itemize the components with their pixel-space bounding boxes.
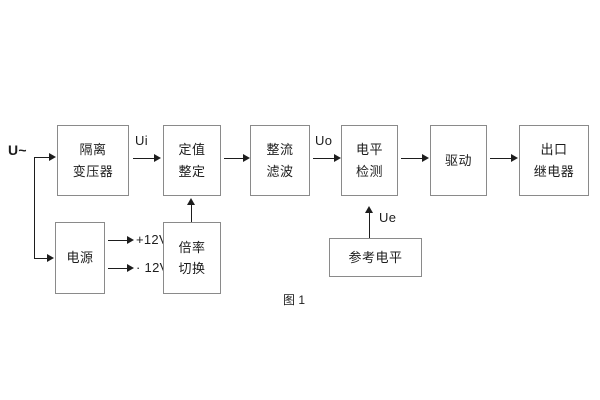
block-isolation-transformer[interactable]: 隔离 变压器: [57, 125, 129, 196]
rail-negative-line: [108, 268, 128, 269]
block-isolation-transformer-line-1: 隔离: [79, 142, 107, 158]
block-multiplier-switch-line-2: 切换: [178, 261, 206, 276]
branch-to-transformer-arrow-icon: [49, 153, 56, 161]
block-multiplier-switch[interactable]: 倍率 切换: [163, 222, 221, 294]
block-output-relay-line-1: 出口: [540, 142, 568, 158]
level-to-drive-line: [401, 158, 423, 159]
block-level-detection-line-1: 电平: [355, 142, 383, 158]
signal-ue-label: Ue: [379, 210, 397, 225]
block-reference-level-line-1: 参考电平: [348, 249, 403, 265]
branch-to-power-arrow-icon: [47, 254, 54, 262]
rail-positive-line: [108, 240, 128, 241]
rail-negative-label: · 12V: [136, 260, 169, 275]
block-power-supply[interactable]: 电源: [55, 222, 105, 294]
block-reference-level[interactable]: 参考电平: [329, 238, 422, 277]
block-drive[interactable]: 驱动: [430, 125, 487, 196]
rail-positive-label: +12V: [136, 232, 168, 247]
multiplier-to-setting-line: [191, 204, 192, 222]
block-level-detection-line-2: 检测: [355, 163, 383, 179]
block-drive-line-1: 驱动: [444, 152, 472, 168]
block-power-supply-line-1: 电源: [66, 250, 94, 266]
rectify-to-level-arrow-icon: [334, 154, 341, 162]
multiplier-to-setting-arrow-icon: [187, 198, 195, 205]
rectify-to-level-line: [313, 158, 335, 159]
reference-to-level-arrow-icon: [365, 206, 373, 213]
drive-to-relay-line: [490, 158, 512, 159]
block-isolation-transformer-line-2: 变压器: [72, 163, 114, 179]
figure-caption: 图 1: [283, 293, 306, 307]
block-output-relay-line-2: 继电器: [533, 163, 575, 179]
block-output-relay[interactable]: 出口 继电器: [519, 125, 589, 196]
setting-to-rectify-line: [224, 158, 244, 159]
block-multiplier-switch-line-1: 倍率: [178, 239, 206, 255]
block-setting-value-line-2: 整定: [178, 163, 206, 179]
block-rectify-filter-line-2: 滤波: [266, 163, 294, 179]
level-to-drive-arrow-icon: [422, 154, 429, 162]
drive-to-relay-arrow-icon: [511, 154, 518, 162]
block-setting-value[interactable]: 定值 整定: [163, 125, 221, 196]
block-setting-value-line-1: 定值: [178, 142, 206, 158]
reference-to-level-line: [369, 212, 370, 238]
block-rectify-filter-line-1: 整流: [266, 142, 294, 158]
rail-positive-arrow-icon: [127, 236, 134, 244]
signal-uo-label: Uo: [315, 133, 333, 148]
block-rectify-filter[interactable]: 整流 滤波: [250, 125, 310, 196]
block-level-detection[interactable]: 电平 检测: [341, 125, 398, 196]
branch-to-power-line: [34, 258, 48, 259]
rail-negative-arrow-icon: [127, 264, 134, 272]
input-source-label: U~: [8, 142, 27, 158]
signal-ui-label: Ui: [135, 133, 148, 148]
transformer-to-setting-arrow-icon: [154, 154, 161, 162]
transformer-to-setting-line: [133, 158, 155, 159]
branch-to-transformer-line: [34, 157, 50, 158]
setting-to-rectify-arrow-icon: [243, 154, 250, 162]
input-branch-bus: [34, 157, 35, 259]
